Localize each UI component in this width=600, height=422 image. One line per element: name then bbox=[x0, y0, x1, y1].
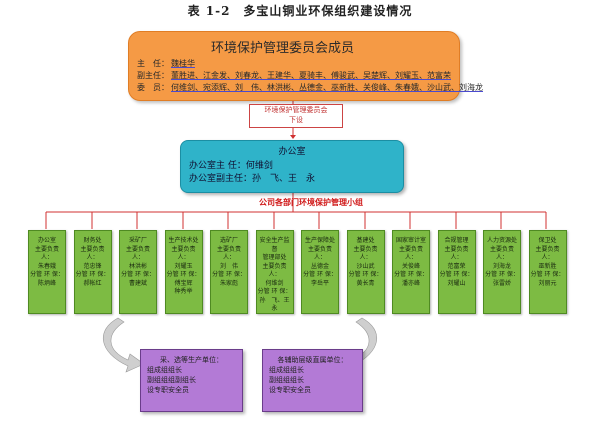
department-line: 安全生产监督 bbox=[259, 237, 290, 253]
department-line: 朱春娥 bbox=[37, 262, 56, 270]
department-line: 范忠锋 bbox=[83, 262, 102, 270]
department-line: 主要负责人： bbox=[80, 245, 105, 262]
department-line: 主要负责人： bbox=[535, 245, 560, 262]
department-line: 分管 环 保： bbox=[212, 271, 246, 278]
department-line: 分管 环 保： bbox=[348, 271, 383, 278]
department-line: 主要负责人： bbox=[171, 245, 196, 262]
department-line: 专职环保员： bbox=[258, 314, 292, 315]
department-line: 分管 环 保： bbox=[303, 271, 337, 278]
department-box-12: 保卫处主要负责人：巫新胜分管 环 保：刘丽元 bbox=[528, 230, 567, 314]
department-line: 财务处 bbox=[83, 237, 102, 244]
department-line: 刘丽元 bbox=[538, 279, 557, 287]
department-line: 分管 环 保： bbox=[75, 271, 110, 278]
department-line: 刘 伟 bbox=[219, 262, 238, 270]
committee-row-deputy: 副主任：董胜进、江金发、刘春龙、王建华、夏骑丰、傅骏武、吴楚辉、刘耀玉、范富荣 bbox=[137, 71, 451, 80]
department-line: 刘海龙 bbox=[492, 262, 511, 270]
committee-title: 环境保护管理委员会成员 bbox=[211, 41, 355, 56]
department-line: 黄长青 bbox=[356, 279, 375, 287]
department-line: 分管 环 保： bbox=[30, 271, 64, 278]
unit-box-auxiliary: 各辅助层级直属单位： 组成组组长 副组组组长 设专职安全员 bbox=[262, 349, 363, 412]
department-line: 何维剑 bbox=[265, 279, 284, 287]
department-line: 刘耀山 bbox=[447, 279, 466, 287]
subordinate-note: 环境保护管理委员会 下设 bbox=[249, 104, 343, 128]
department-line: 沙山武 bbox=[356, 262, 375, 270]
department-box-4: 生产技术处主要负责人：刘耀玉分管 环 保：傅宝辉种秀举 bbox=[164, 230, 203, 314]
department-line: 分管 环 保： bbox=[166, 271, 201, 278]
department-line: 关俊峰 bbox=[401, 262, 420, 270]
committee-box: 环境保护管理委员会成员 主 任：魏桂华 副主任：董胜进、江金发、刘春龙、王建华、… bbox=[128, 31, 483, 101]
department-line: 主要负责人： bbox=[125, 245, 150, 262]
department-line: 采矿厂 bbox=[128, 237, 147, 244]
department-line: 种秀举 bbox=[174, 288, 193, 295]
department-line: 曹建斌 bbox=[128, 279, 147, 287]
unit-box-production: 采、选等生产单位： 组成组组长 副组组组副组长 设专职安全员 bbox=[140, 349, 243, 412]
department-line: 分管 环 保： bbox=[530, 271, 565, 278]
committee-row-director: 主 任：魏桂华 bbox=[137, 59, 195, 68]
arrow-office bbox=[290, 135, 296, 139]
department-box-9: 国家审计室主要负责人：关俊峰分管 环 保：潘亦峰 bbox=[392, 230, 430, 314]
department-box-2: 财务处主要负责人：范忠锋分管 环 保：郝帐红 bbox=[73, 230, 112, 314]
department-line: 巫新胜 bbox=[538, 262, 557, 270]
curved-arrow-left bbox=[102, 317, 145, 373]
department-line: 主要负责人： bbox=[489, 245, 514, 262]
department-line: 主要负责人： bbox=[398, 245, 423, 262]
department-line: 丛德金 bbox=[310, 262, 329, 270]
department-line: 主要负责人： bbox=[353, 245, 378, 262]
department-line: 主要负责人： bbox=[34, 245, 59, 262]
department-line: 刘耀玉 bbox=[174, 262, 193, 270]
department-line: 李岳平 bbox=[310, 279, 329, 287]
department-line: 潘亦峰 bbox=[401, 279, 420, 287]
department-line: 办公室 bbox=[37, 237, 56, 244]
department-line: 主要负责人： bbox=[262, 262, 287, 279]
department-line: 分管 环 保： bbox=[257, 288, 292, 295]
department-line: 选矿厂 bbox=[219, 237, 238, 244]
department-line: 分管 环 保： bbox=[439, 271, 474, 278]
department-line: 分管 环 保： bbox=[485, 271, 519, 278]
department-box-5: 选矿厂主要负责人：刘 伟分管 环 保：朱家彪 bbox=[210, 230, 248, 314]
department-line: 分管 环 保： bbox=[121, 271, 155, 278]
page-title: 表 1-2 多宝山铜业环保组织建设情况 bbox=[187, 4, 413, 18]
department-box-7: 生产保障处主要负责人：丛德金分管 环 保：李岳平 bbox=[301, 230, 339, 314]
department-line: 朱家彪 bbox=[219, 279, 238, 287]
department-line: 傅宝辉 bbox=[174, 279, 193, 287]
department-line: 生产保障处 bbox=[304, 237, 335, 244]
department-line: 范富荣 bbox=[447, 262, 466, 270]
office-box: 办公室 办公室主 任：何维剑 办公室副主任：孙 飞、王 永 bbox=[180, 140, 404, 193]
department-line: 张雷娇 bbox=[492, 279, 511, 287]
department-line: 林洪彬 bbox=[128, 262, 147, 270]
department-line: 郝帐红 bbox=[83, 279, 102, 287]
office-title: 办公室 bbox=[278, 147, 306, 157]
department-line: 分管 环 保： bbox=[394, 271, 428, 278]
department-line: 国家审计室 bbox=[395, 237, 426, 244]
department-line: 主要负责人： bbox=[307, 245, 332, 262]
department-box-11: 人力资源处主要负责人：刘海龙分管 环 保：张雷娇 bbox=[483, 230, 521, 314]
department-box-10: 合规管理主要负责人：范富荣分管 环 保：刘耀山 bbox=[437, 230, 476, 314]
group-label: 公司各部门环境保护管理小组 bbox=[259, 198, 363, 207]
department-line: 管理部处 bbox=[262, 254, 287, 261]
department-box-1: 办公室主要负责人：朱春娥分管 环 保：陈炳峰 bbox=[28, 230, 66, 314]
department-line: 人力资源处 bbox=[486, 237, 517, 244]
office-deputy: 办公室副主任：孙 飞、王 永 bbox=[189, 174, 316, 184]
department-line: 生产技术处 bbox=[168, 237, 199, 244]
department-line: 陈炳峰 bbox=[37, 279, 56, 287]
department-box-8: 基建处主要负责人：沙山武分管 环 保：黄长青 bbox=[346, 230, 385, 314]
department-line: 主要负责人： bbox=[216, 245, 241, 262]
department-line: 主要负责人： bbox=[444, 245, 469, 262]
office-director: 办公室主 任：何维剑 bbox=[189, 161, 273, 171]
committee-row-members: 委 员：何维剑、宛添辉、刘 伟、林洪彬、丛德金、巫新胜、关俊峰、朱春娥、沙山武、… bbox=[137, 83, 483, 92]
department-line: 合规管理 bbox=[444, 237, 469, 244]
department-line: 保卫处 bbox=[538, 237, 557, 244]
department-line: 基建处 bbox=[356, 237, 375, 244]
department-box-3: 采矿厂主要负责人：林洪彬分管 环 保：曹建斌 bbox=[119, 230, 157, 314]
department-line: 孙 飞、王 永 bbox=[259, 296, 292, 313]
